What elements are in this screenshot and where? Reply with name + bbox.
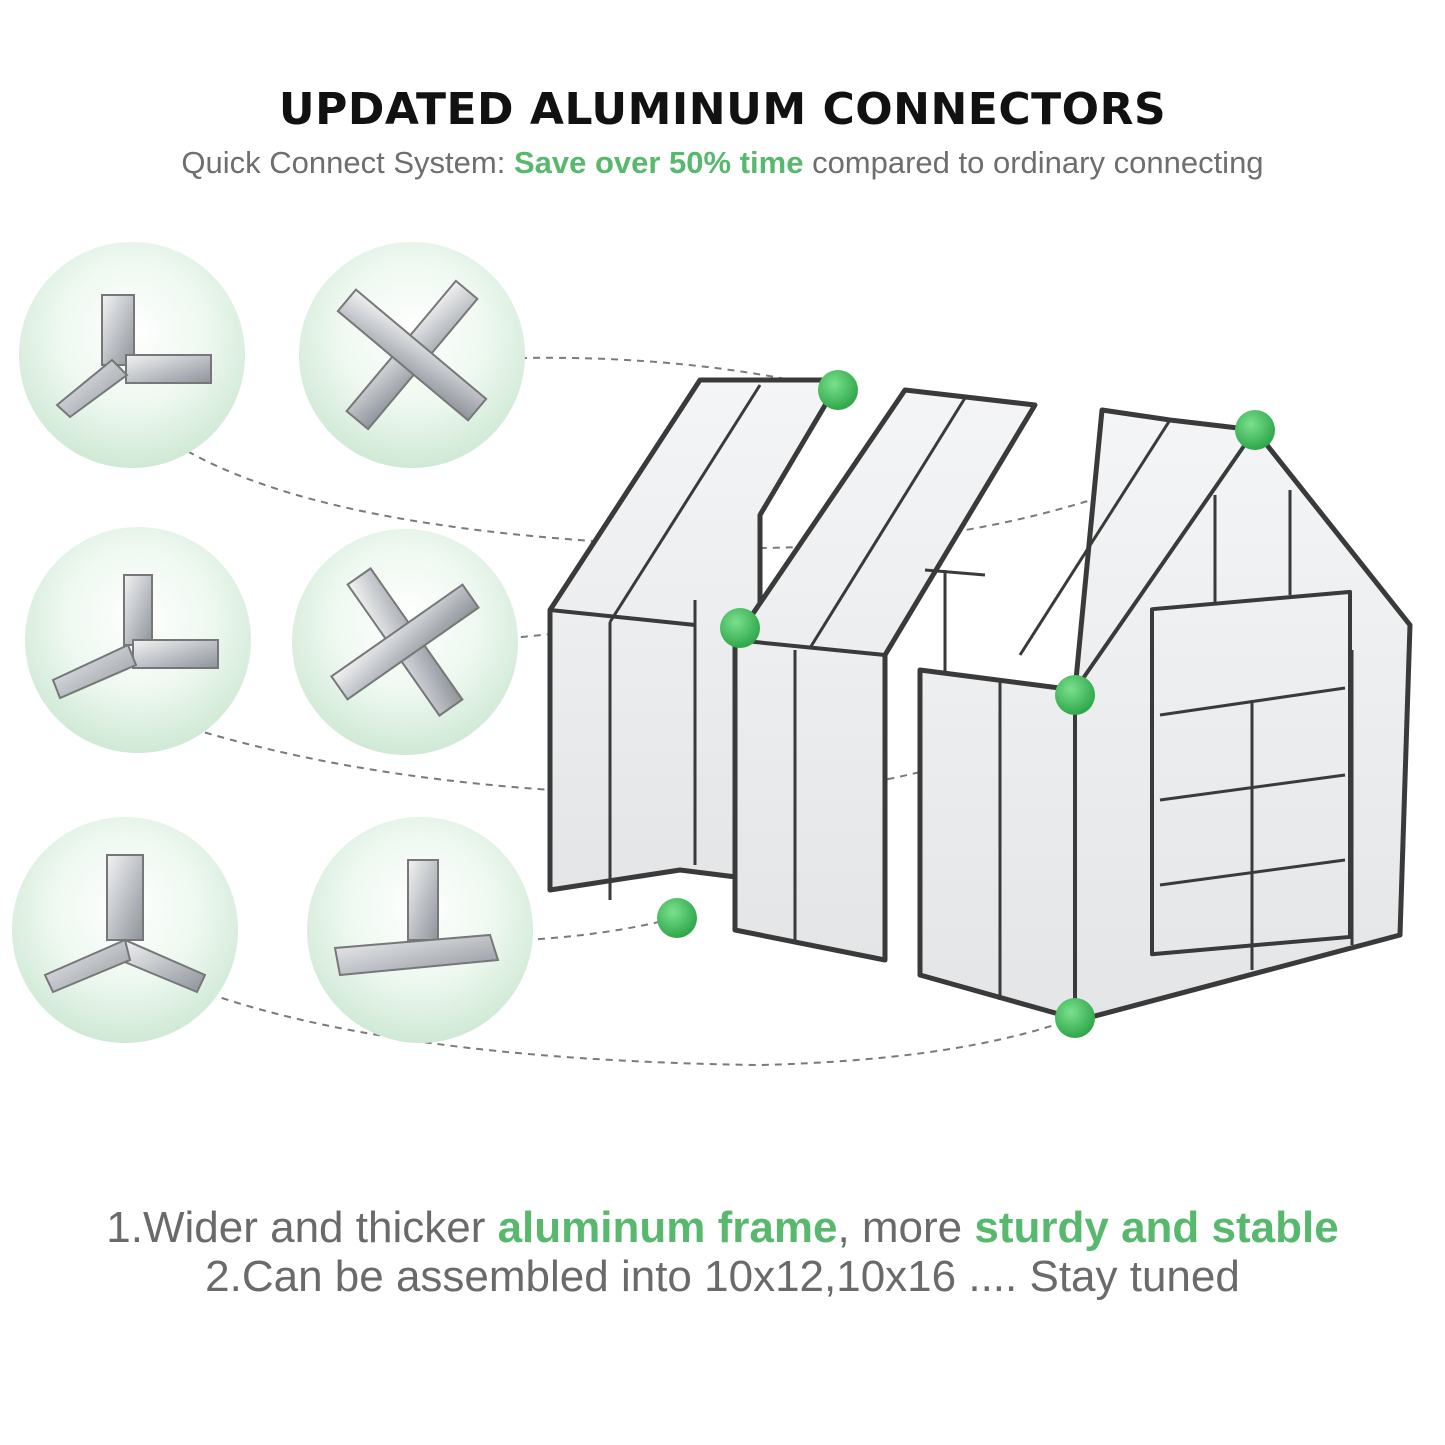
subtitle-highlight: Save over 50% time bbox=[513, 145, 804, 180]
connector-3 bbox=[25, 527, 251, 753]
three-way-connector-icon bbox=[51, 574, 219, 700]
feature-1-prefix: 1.Wider and thicker bbox=[106, 1203, 498, 1252]
leader-line-1 bbox=[519, 356, 839, 391]
four-way-connector-icon bbox=[336, 279, 488, 431]
marker-2 bbox=[1235, 410, 1275, 450]
connector-5 bbox=[12, 817, 238, 1043]
subtitle: Quick Connect System: Save over 50% time… bbox=[0, 145, 1445, 181]
marker-1 bbox=[818, 370, 858, 410]
four-way-connector-icon bbox=[330, 567, 480, 717]
three-way-connector-icon bbox=[55, 294, 212, 419]
page-title: UPDATED ALUMINUM CONNECTORS bbox=[278, 84, 1167, 135]
marker-3 bbox=[720, 608, 760, 648]
connector-2 bbox=[299, 242, 525, 468]
connector-1 bbox=[19, 242, 245, 468]
connection-markers bbox=[657, 370, 1275, 1038]
feature-1-highlight-1: aluminum frame bbox=[497, 1203, 838, 1252]
leader-line-5 bbox=[524, 917, 676, 941]
marker-4 bbox=[1055, 675, 1095, 715]
three-way-corner-connector-icon bbox=[43, 854, 207, 994]
greenhouse-right-module bbox=[917, 407, 1413, 1023]
subtitle-suffix: compared to ordinary connecting bbox=[803, 145, 1264, 180]
feature-line-1: 1.Wider and thicker aluminum frame, more… bbox=[0, 1203, 1445, 1253]
feature-1-middle: , more bbox=[837, 1203, 975, 1252]
marker-6 bbox=[1055, 998, 1095, 1038]
subtitle-prefix: Quick Connect System: bbox=[181, 145, 514, 180]
t-connector-icon bbox=[333, 859, 500, 977]
greenhouse-illustration bbox=[547, 377, 1413, 1023]
feature-line-2: 2.Can be assembled into 10x12,10x16 ....… bbox=[205, 1252, 1240, 1301]
leader-line-6 bbox=[184, 984, 1076, 1067]
marker-5 bbox=[657, 898, 697, 938]
connector-4 bbox=[292, 529, 518, 755]
connector-6 bbox=[307, 817, 533, 1043]
feature-1-highlight-2: sturdy and stable bbox=[974, 1203, 1339, 1252]
greenhouse-door bbox=[1150, 589, 1352, 970]
